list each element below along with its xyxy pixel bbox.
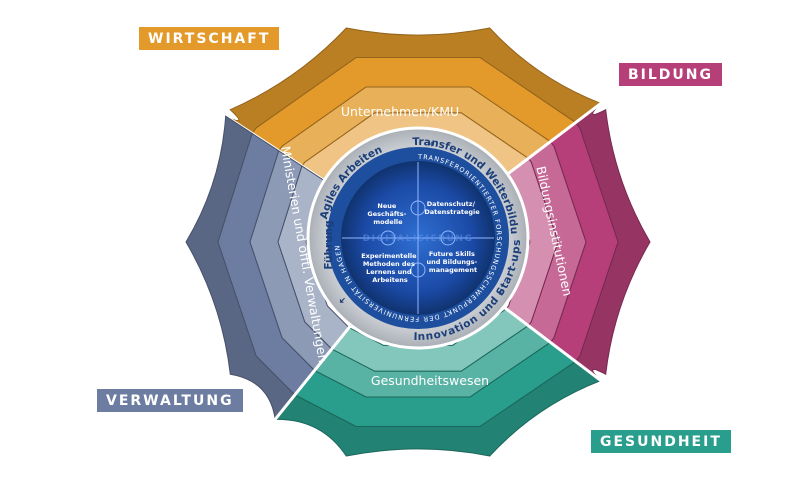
tag-gesundheit: GESUNDHEIT bbox=[591, 430, 731, 453]
sector-separator bbox=[502, 99, 605, 179]
tag-wirtschaft: WIRTSCHAFT bbox=[139, 27, 280, 50]
puzzle-knob-left bbox=[380, 230, 396, 246]
ring-label-fuehrung: Führung bbox=[323, 220, 335, 269]
sector-gesundheit-band-0 bbox=[274, 360, 602, 457]
sector-bildung-band-0 bbox=[574, 103, 651, 381]
arrow-icon: ➜ bbox=[494, 287, 505, 296]
piece-top-left: Neue Geschäfts- modelle bbox=[367, 202, 408, 226]
piece-top-right: Datenschutz/ Datenstrategie bbox=[424, 200, 480, 216]
piece-bottom-left: Experimentelle Methoden des Lernens und … bbox=[361, 252, 419, 284]
sector-verwaltung-band-0 bbox=[185, 115, 296, 421]
tag-bildung: BILDUNG bbox=[619, 63, 722, 86]
puzzle-knob-top bbox=[410, 200, 426, 216]
arrow-icon: ➜ bbox=[427, 140, 435, 150]
sector-label-gesundheit: Gesundheitswesen bbox=[371, 373, 489, 388]
svg-text:Führung: Führung bbox=[323, 220, 335, 269]
piece-bottom-right: Future Skills und Bildungs- management bbox=[427, 250, 480, 274]
core-watermark: DIGITALISIERUNG bbox=[363, 234, 474, 244]
sector-separator bbox=[271, 323, 353, 424]
sector-wirtschaft-band-0 bbox=[225, 27, 602, 135]
sector-label-wirtschaft: Unternehmen/KMU bbox=[341, 104, 459, 119]
puzzle-knob-bottom bbox=[410, 262, 426, 278]
sector-layer bbox=[185, 27, 651, 457]
sector-separator bbox=[502, 305, 605, 385]
tag-verwaltung: VERWALTUNG bbox=[97, 389, 243, 412]
puzzle-knob-right bbox=[440, 230, 456, 246]
